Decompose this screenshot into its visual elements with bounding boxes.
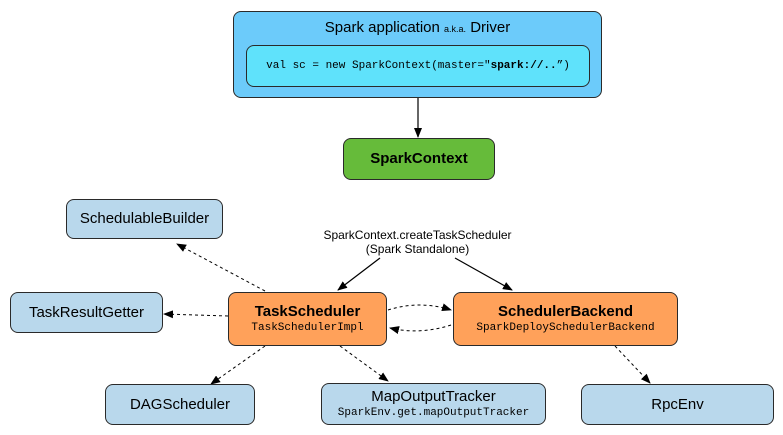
driver-code-line: val sc = new SparkContext(master="spark:… — [266, 60, 570, 72]
mapoutputtracker-accessor: SparkEnv.get.mapOutputTracker — [337, 407, 530, 419]
driver-title-suffix: Driver — [470, 19, 511, 36]
dagscheduler-label: DAGScheduler — [129, 395, 231, 413]
taskscheduler-box: TaskScheduler TaskSchedulerImpl — [228, 292, 387, 346]
dashed-arrow-to-taskresultgetter — [163, 310, 229, 319]
driver-code-prefix: val sc = new SparkContext(master=" — [266, 60, 491, 72]
dashed-arrow-to-rpcenv — [614, 345, 651, 384]
arrow-create-to-schedulerbackend — [454, 257, 513, 291]
mapoutputtracker-label: MapOutputTracker — [371, 388, 496, 405]
schedulablebuilder-label: SchedulableBuilder — [79, 210, 210, 227]
driver-title-aka: a.k.a. — [444, 24, 467, 34]
driver-code-master-url: spark://.. — [490, 60, 557, 72]
taskresultgetter-label: TaskResultGetter — [28, 303, 145, 321]
driver-title-main: Spark application — [324, 19, 440, 36]
rpcenv-label: RpcEnv — [651, 395, 704, 413]
dashed-arrow-taskscheduler-to-backend — [387, 303, 452, 312]
arrow-create-to-taskscheduler — [337, 257, 381, 291]
sparkcontext-label: SparkContext — [370, 150, 468, 167]
create-task-scheduler-note: SparkContext.createTaskScheduler (Spark … — [300, 228, 535, 256]
taskresultgetter-box: TaskResultGetter — [10, 292, 163, 333]
mapoutputtracker-box: MapOutputTracker SparkEnv.get.mapOutputT… — [321, 383, 546, 425]
driver-title: Spark application a.k.a. Driver — [325, 19, 510, 38]
sparkcontext-box: SparkContext — [343, 138, 495, 180]
dashed-arrow-to-schedulablebuilder — [176, 243, 266, 292]
dashed-arrow-backend-to-taskscheduler — [389, 324, 452, 334]
dashed-arrow-to-dagscheduler — [210, 345, 266, 385]
taskscheduler-impl: TaskSchedulerImpl — [251, 322, 364, 334]
driver-code-suffix: ”) — [556, 60, 570, 72]
schedulerbackend-label: SchedulerBackend — [497, 303, 634, 320]
create-task-scheduler-mode: (Spark Standalone) — [365, 242, 470, 256]
schedulerbackend-box: SchedulerBackend SparkDeploySchedulerBac… — [453, 292, 678, 346]
rpcenv-box: RpcEnv — [581, 384, 774, 425]
schedulablebuilder-box: SchedulableBuilder — [66, 199, 223, 239]
schedulerbackend-impl: SparkDeploySchedulerBackend — [476, 322, 655, 334]
dashed-arrow-to-mapoutputtracker — [339, 345, 389, 382]
taskscheduler-label: TaskScheduler — [254, 303, 361, 320]
driver-code-box: val sc = new SparkContext(master="spark:… — [246, 45, 590, 87]
create-task-scheduler-call: SparkContext.createTaskScheduler — [323, 228, 512, 242]
dagscheduler-box: DAGScheduler — [105, 384, 255, 425]
